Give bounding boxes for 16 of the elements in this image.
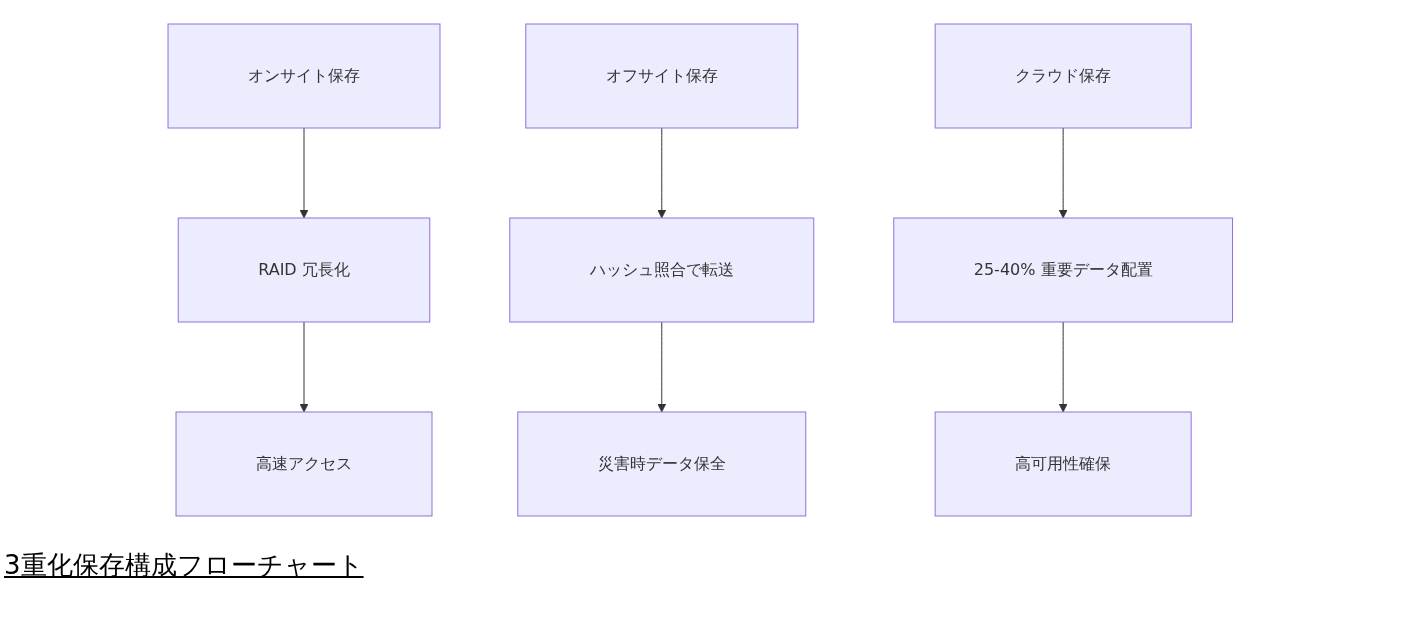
arrow (1058, 321, 1068, 413)
arrow (299, 127, 309, 219)
node-box: 高速アクセス (175, 411, 433, 517)
node-box: 25-40% 重要データ配置 (893, 217, 1233, 323)
node-box: ハッシュ照合で転送 (509, 217, 814, 323)
node-box: クラウド保存 (934, 23, 1192, 129)
node-box: オンサイト保存 (167, 23, 441, 129)
arrow (657, 127, 666, 219)
caption: 3重化保存構成フローチャート (4, 549, 364, 582)
arrow (657, 321, 666, 413)
node-box: RAID 冗長化 (177, 217, 430, 323)
node-box: オフサイト保存 (525, 23, 798, 129)
arrow (299, 321, 309, 413)
arrow (1058, 127, 1068, 219)
node-box: 災害時データ保全 (517, 411, 806, 517)
node-box: 高可用性確保 (934, 411, 1192, 517)
